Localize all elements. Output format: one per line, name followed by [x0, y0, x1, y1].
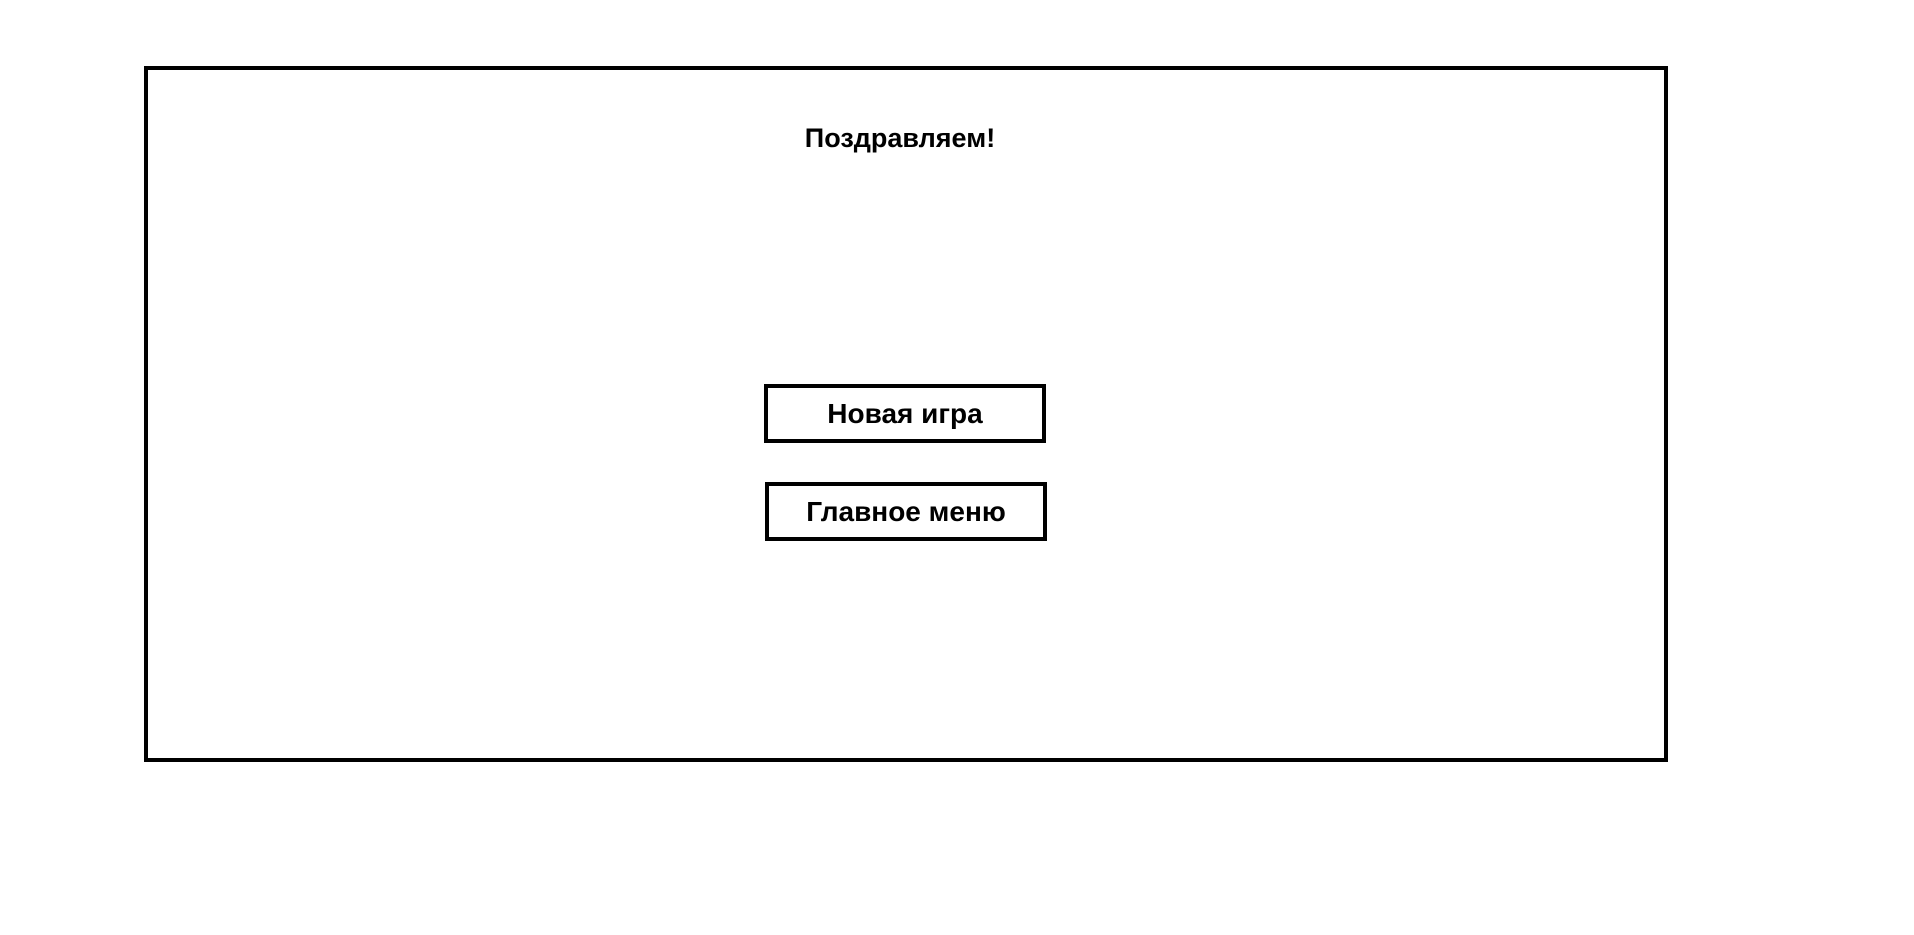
main-menu-button[interactable]: Главное меню	[765, 482, 1047, 541]
new-game-button[interactable]: Новая игра	[764, 384, 1046, 443]
congratulations-title: Поздравляем!	[804, 123, 996, 153]
game-over-window: Поздравляем! Новая игра Главное меню	[144, 66, 1668, 762]
